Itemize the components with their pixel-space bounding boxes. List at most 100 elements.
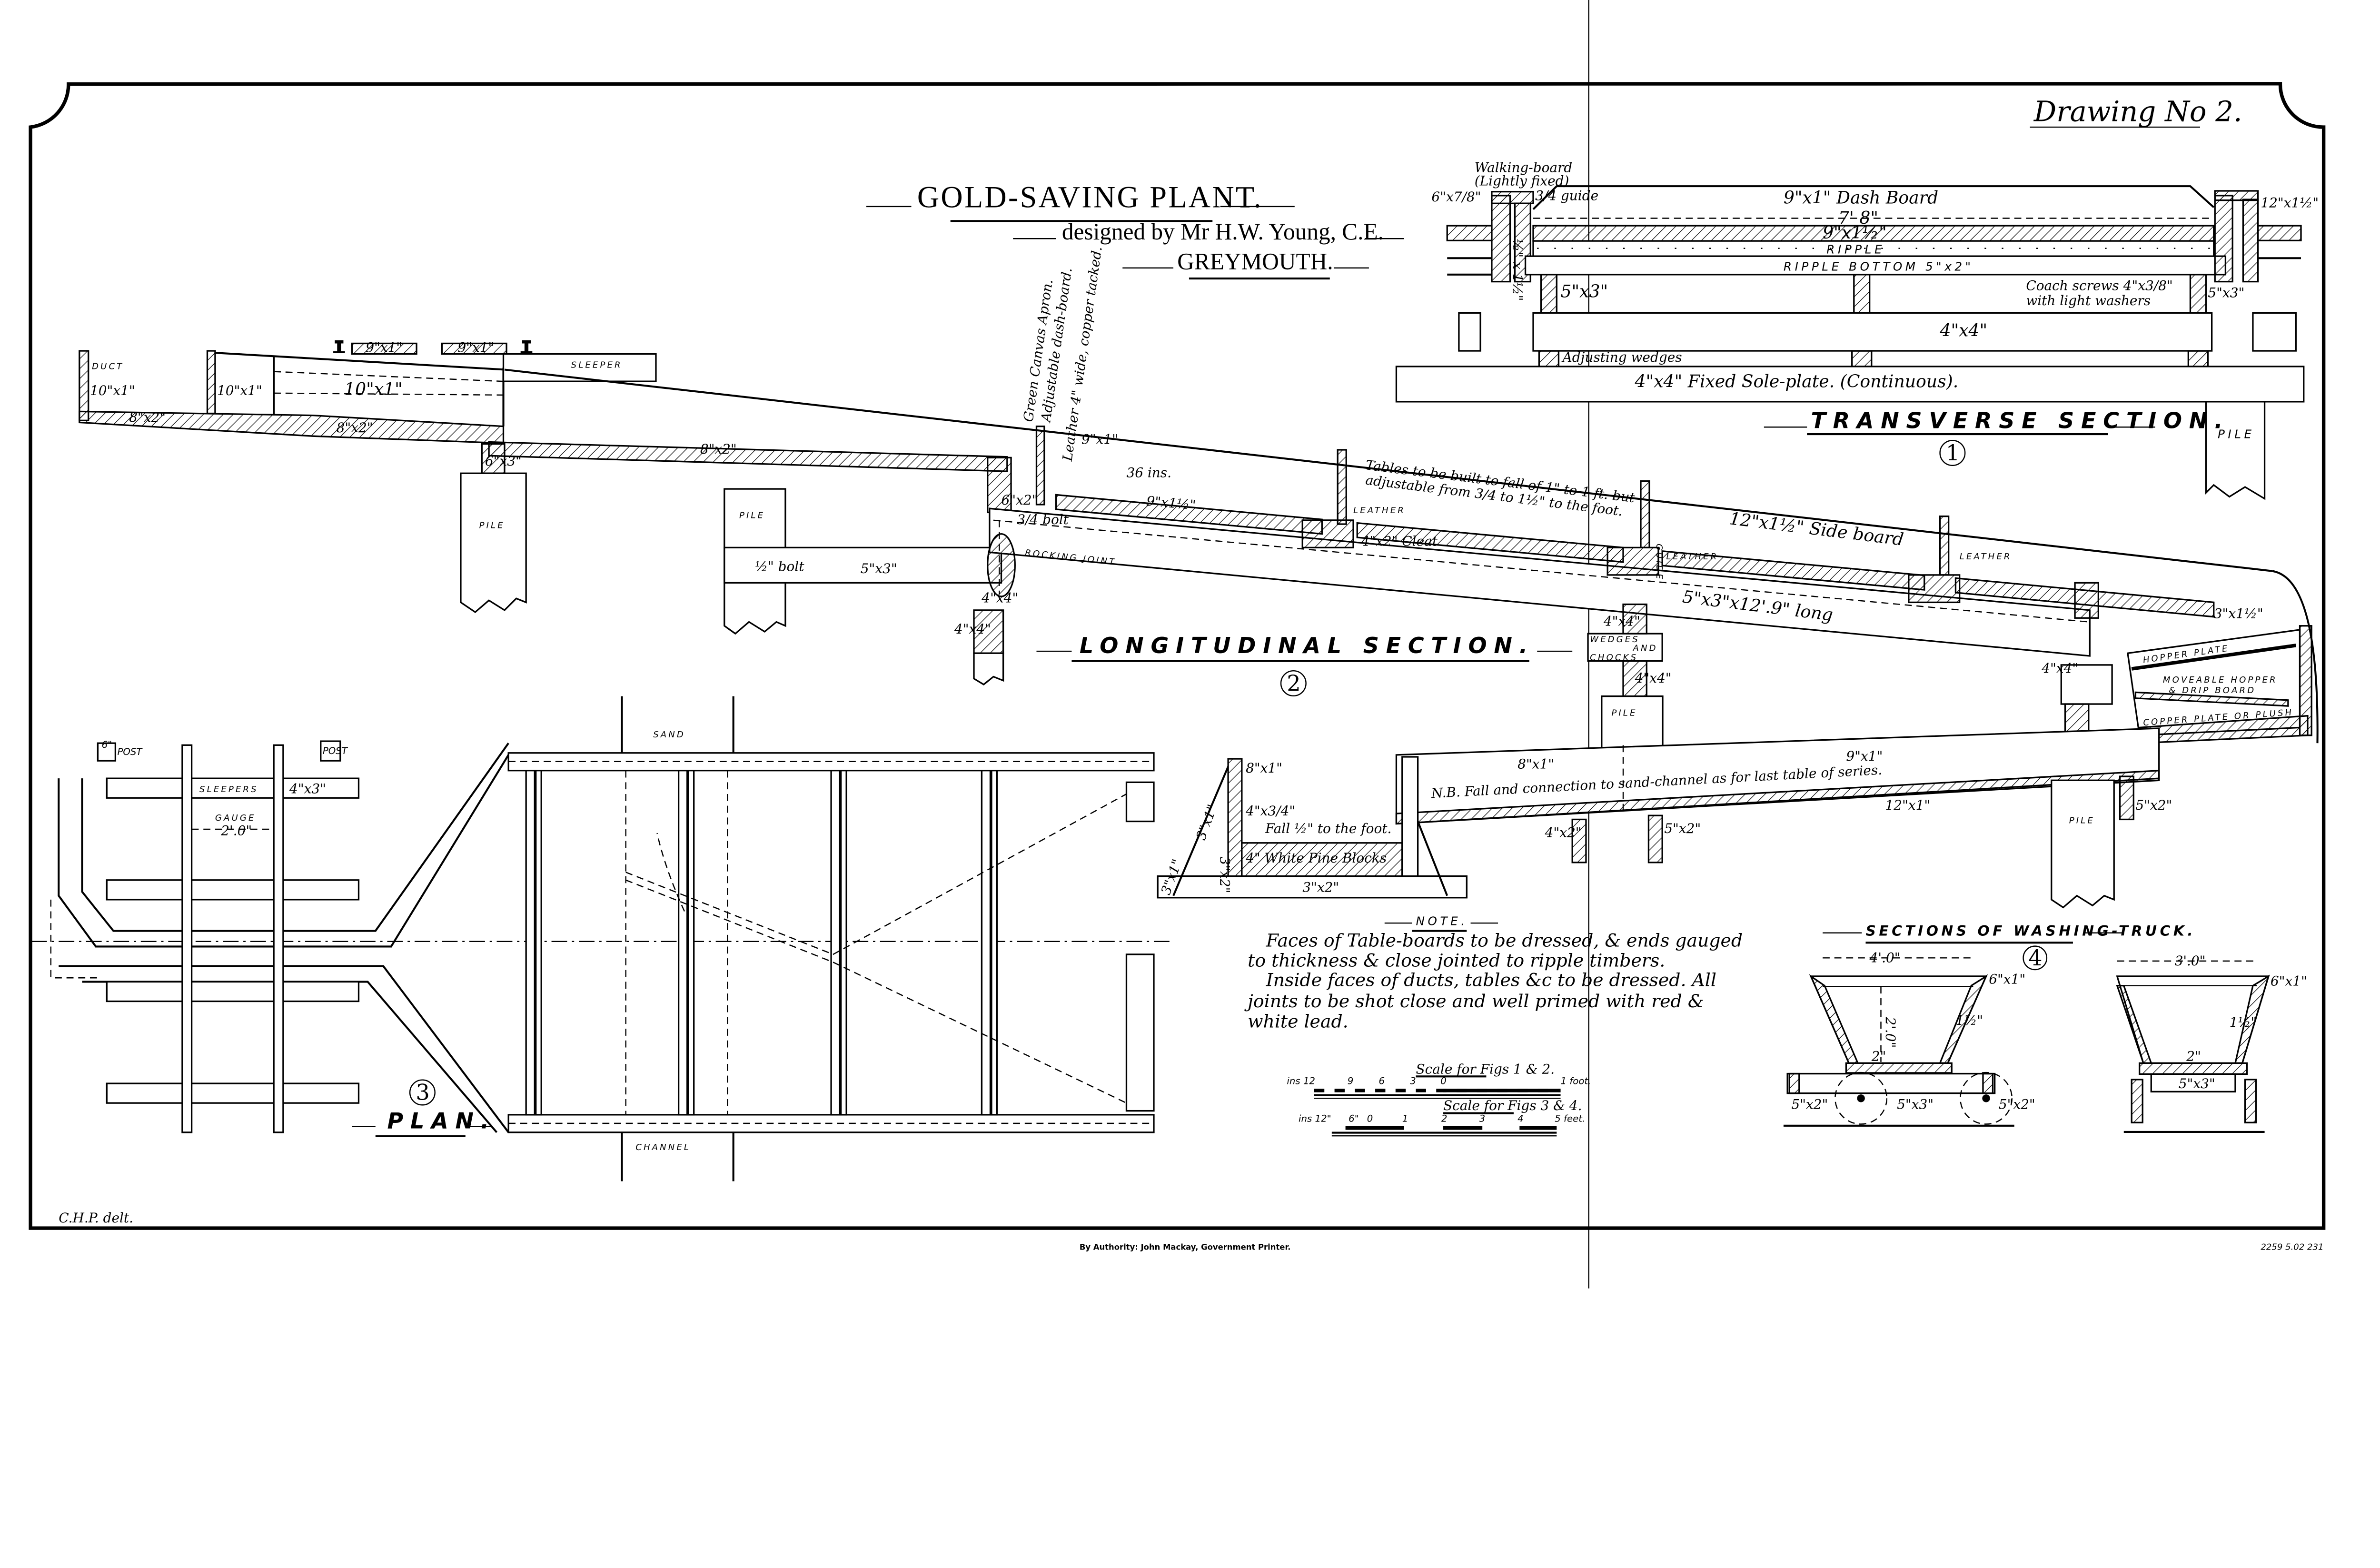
dimension-label: 3"x1" — [1193, 802, 1220, 842]
dimension-label: 8"x2" — [700, 441, 737, 457]
spacing-label: 36 ins. — [1126, 465, 1171, 480]
rail-icon — [520, 340, 533, 353]
wedges-label: WEDGES — [1590, 635, 1640, 645]
printer-imprint: By Authority: John Mackay, Government Pr… — [1080, 1242, 1291, 1251]
pile-label: PILE — [739, 511, 765, 521]
figure-number-circle — [1939, 439, 1966, 466]
dimension-label: 6"x2" — [1002, 492, 1038, 508]
dimension-label: 12"x1" — [1885, 797, 1931, 813]
drawing-number: Drawing No 2. — [2033, 95, 2242, 128]
scale-tick: ins 12" — [1299, 1113, 1331, 1124]
dimension-label: 4"x4" — [1635, 670, 1672, 686]
cross-bars — [525, 770, 998, 1116]
leather-label: LEATHER — [1353, 506, 1406, 516]
scale-tick: 9 — [1348, 1076, 1354, 1087]
note-block: NOTE. Faces of Table-boards to be dresse… — [1244, 914, 1743, 1032]
scale-tick: 2 — [1441, 1113, 1448, 1124]
dimension-label: 10"x1" — [90, 383, 135, 398]
ripple-bottom-label: RIPPLE BOTTOM 5"x2" — [1784, 260, 1974, 274]
dimension-label: 4"x4" — [981, 590, 1018, 605]
coach-screws-label: Coach screws 4"x3/8" — [2026, 278, 2172, 294]
draughtsman-signature: C.H.P. delt. — [59, 1210, 133, 1226]
dimension-label: 6"x7/8" — [1431, 189, 1481, 205]
wedges-label: AND — [1633, 643, 1658, 653]
dimension-label: 8"x1" — [1246, 760, 1282, 776]
dimension-label: 4"x4" — [2041, 660, 2078, 676]
channel-label: CHANNEL — [635, 1142, 691, 1152]
dimension-label: 10"x1" — [344, 379, 403, 399]
sleepers-label: SLEEPERS — [199, 784, 258, 794]
width-dimension: 7' 8" — [1838, 208, 1878, 228]
scale-tick: 6" — [1349, 1113, 1359, 1124]
adjusting-wedges-label: Adjusting wedges — [1561, 349, 1682, 365]
dimension-label: 3"x1½" — [2214, 605, 2263, 621]
dimension-label: 5"x3" — [861, 561, 897, 576]
figure-number-circle — [409, 1079, 436, 1106]
dimension-label: 5"x3" — [1897, 1096, 1934, 1112]
dimension-label: 6"x1" — [1989, 972, 2025, 987]
dimension-label: 9"x1" — [366, 340, 402, 356]
dimension-label: 5"x2" — [1791, 1096, 1828, 1112]
figure-number: 2 — [1287, 670, 1300, 696]
dash-board-label: 9"x1" Dash Board — [1784, 187, 1938, 208]
note-line: Faces of Table-boards to be dressed, & e… — [1266, 930, 1743, 951]
ripple-label: RIPPLE — [1826, 242, 1885, 256]
width-dimension: 3'.0" — [2175, 953, 2206, 969]
guide-label: 3/4 guide — [1535, 188, 1598, 204]
note-line: white lead. — [1248, 1011, 1348, 1032]
note-line: joints to be shot close and well primed … — [1244, 991, 1704, 1012]
figure-number-circle — [1280, 670, 1307, 697]
dimension-label: 2" — [2186, 1048, 2201, 1064]
pile-label: PILE — [1611, 708, 1637, 718]
dimension-label: 10"x1" — [217, 383, 262, 398]
truck-end-section: 3'.0" 6"x1" 1½" 2" 5"x3" — [2116, 953, 2307, 1133]
leather-label: LEATHER — [1666, 552, 1718, 562]
dimension-label: 4"x4" — [954, 621, 991, 637]
scale-tick: 6 — [1378, 1076, 1385, 1087]
sole-plate-label: 4"x4" Fixed Sole-plate. (Continuous). — [1635, 371, 1959, 391]
dimension-label: 6"x1" — [2271, 973, 2307, 989]
rail-icon — [333, 340, 345, 353]
sheet-border — [29, 82, 2326, 1230]
note-line: Inside faces of ducts, tables &c to be d… — [1266, 969, 1716, 990]
dimension-label: 12"x1½" — [2261, 195, 2319, 210]
dimension-label: ½" x 1½" — [1509, 238, 1525, 301]
scale-bar-3-4: Scale for Figs 3 & 4. ins 12" 6" 0 1 2 3… — [1299, 1098, 1585, 1137]
dimension-label: 1½" — [1955, 1012, 1983, 1028]
guide-label: GUIDE — [1654, 544, 1664, 581]
drawing-sheet: Drawing No 2. GOLD-SAVING PLANT. designe… — [29, 0, 2326, 1289]
width-dimension: 4'.0" — [1869, 950, 1901, 965]
fall-label: Fall ½" to the foot. — [1265, 821, 1391, 836]
dimension-label: 9"x1" — [457, 340, 494, 356]
scale-bar-1-2: Scale for Figs 1 & 2. ins 12 9 6 3 0 1 f… — [1287, 1062, 1591, 1099]
dimension-label: 4"x4" — [1603, 614, 1640, 629]
scale-title: Scale for Figs 3 & 4. — [1443, 1098, 1582, 1113]
scale-tick: 3 — [1479, 1113, 1486, 1124]
dimension-label: 5"x2" — [1664, 821, 1701, 836]
scale-tick: 3 — [1410, 1076, 1416, 1087]
cleat-label: 4"x2" Cleat — [1360, 533, 1438, 549]
dimension-label: 9"x1" — [1846, 748, 1883, 764]
bolt-label: ½" bolt — [755, 559, 804, 575]
white-pine-blocks-label: 4" White Pine Blocks — [1245, 850, 1387, 866]
scale-tick: 0 — [1440, 1076, 1447, 1087]
dimension-label: 9"x1" — [1081, 432, 1118, 447]
scale-tick: 1 foot. — [1561, 1076, 1591, 1087]
post-label: POST — [323, 745, 348, 756]
figure-number-circle — [2023, 945, 2048, 971]
transverse-section: Walking-board (Lightly fixed) 6"x7/8" 3/… — [1395, 160, 2319, 500]
figure-number: 4 — [2028, 945, 2042, 971]
dimension-label: 8"x2" — [337, 420, 373, 436]
scale-tick: 4 — [1517, 1113, 1524, 1124]
sleeper-label: SLEEPER — [571, 360, 623, 370]
height-dimension: 2'.0" — [1883, 1016, 1898, 1048]
pile-label: PILE — [479, 520, 505, 530]
note-title: NOTE. — [1416, 914, 1468, 928]
leather-label: LEATHER — [1960, 552, 2012, 562]
scale-tick: ins 12 — [1287, 1076, 1315, 1087]
scale-tick: 1 — [1402, 1113, 1408, 1124]
duct-label: DUCT — [92, 362, 124, 372]
sand-label: SAND — [653, 730, 685, 740]
dimension-label: 5"x3" — [2208, 285, 2244, 300]
scale-title: Scale for Figs 1 & 2. — [1416, 1062, 1555, 1077]
